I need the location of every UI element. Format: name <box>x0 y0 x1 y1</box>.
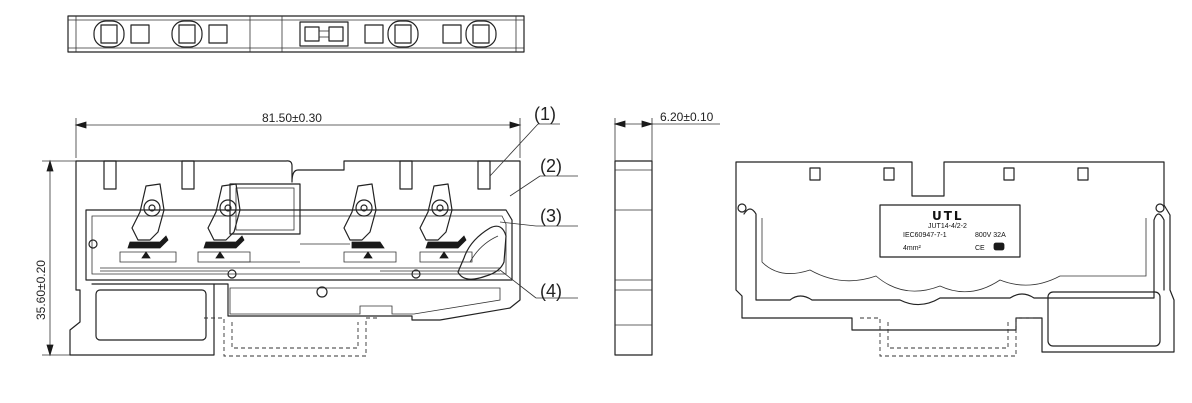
callout-2: (2) <box>540 156 562 176</box>
callout-3: (3) <box>540 206 562 226</box>
approval-mark-icon <box>993 242 1005 251</box>
thickness-dimension: 6.20±0.10 <box>660 110 714 124</box>
section-text: 4mm² <box>903 245 922 252</box>
top-view <box>67 15 525 53</box>
standard-text: IEC60947-7-1 <box>903 232 947 239</box>
length-dimension: 81.50±0.30 <box>262 111 322 125</box>
callout-4: (4) <box>540 281 562 301</box>
side-view: 6.20±0.10 <box>613 110 720 356</box>
rear-view: UTL JUT14-4/2-2 IEC60947-7-1 800V 32A 4m… <box>735 161 1175 357</box>
callout-1: (1) <box>534 104 556 124</box>
product-label: UTL JUT14-4/2-2 IEC60947-7-1 800V 32A 4m… <box>879 204 1021 258</box>
spring-clamp-3 <box>343 183 397 263</box>
ce-mark: CE <box>975 245 985 252</box>
spring-clamp-1 <box>119 183 177 263</box>
spring-clamp-4 <box>419 183 473 263</box>
front-view: 81.50±0.30 35.60±0.20 <box>34 104 578 357</box>
rating-text: 800V 32A <box>975 232 1006 239</box>
spring-clamp-2 <box>197 183 251 263</box>
height-dimension: 35.60±0.20 <box>34 260 48 320</box>
brand-logo: UTL <box>932 209 964 223</box>
model-number: JUT14-4/2-2 <box>928 223 967 230</box>
